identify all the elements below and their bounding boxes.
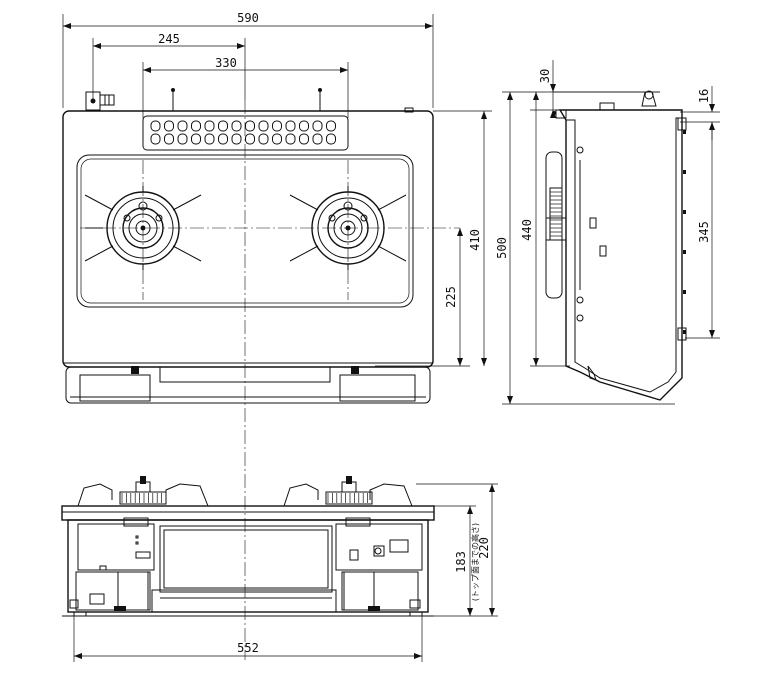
vent-slot bbox=[285, 120, 296, 132]
rear-vent-grille bbox=[142, 115, 349, 151]
side-view: 500 440 30 16 345 bbox=[495, 60, 720, 405]
height-183-label: 183 bbox=[454, 551, 468, 573]
vent-slot bbox=[299, 133, 309, 145]
dimension-vent-width: 330 bbox=[142, 56, 349, 118]
vent-slot bbox=[150, 120, 161, 132]
vent-slot bbox=[326, 133, 336, 145]
side-dot bbox=[683, 330, 686, 334]
vent-slot bbox=[231, 120, 242, 132]
vent-slot bbox=[218, 133, 228, 145]
vent-slot bbox=[218, 120, 228, 132]
width-590-label: 590 bbox=[237, 11, 259, 25]
span-345-label: 345 bbox=[697, 221, 711, 243]
dimension-burner-from-front: 225 bbox=[375, 228, 470, 367]
front-view bbox=[61, 476, 435, 617]
vent-slot bbox=[204, 133, 215, 145]
spacing-245-label: 245 bbox=[158, 32, 180, 46]
vent-slot bbox=[258, 133, 269, 145]
vent-slot bbox=[312, 120, 323, 132]
width-552-label: 552 bbox=[237, 641, 259, 655]
vent-slot bbox=[150, 133, 161, 145]
top-plate bbox=[62, 110, 434, 368]
vent-slot bbox=[164, 120, 174, 132]
vent-slot bbox=[245, 133, 255, 145]
side-dot bbox=[683, 210, 686, 214]
vent-slot bbox=[272, 133, 282, 145]
vent-slot bbox=[258, 120, 269, 132]
vent-slot bbox=[191, 133, 201, 145]
depth-410-label: 410 bbox=[468, 229, 482, 251]
vent-slot bbox=[272, 120, 282, 132]
vent-slot bbox=[177, 120, 188, 132]
vent-slot bbox=[191, 120, 201, 132]
top-plate-edge bbox=[61, 505, 435, 521]
side-dot bbox=[683, 170, 686, 174]
dimension-burner-depth: 410 bbox=[433, 110, 492, 366]
right-burner-head bbox=[325, 476, 373, 505]
side-dot bbox=[683, 130, 686, 134]
offset-30-label: 30 bbox=[538, 69, 552, 83]
side-dot bbox=[683, 290, 686, 294]
gas-inlet-icon bbox=[85, 91, 115, 111]
top-view bbox=[62, 88, 460, 660]
vent-slot bbox=[204, 120, 215, 132]
left-burner bbox=[84, 186, 202, 270]
knob-panel bbox=[545, 151, 563, 299]
front-225-label: 225 bbox=[444, 286, 458, 308]
vent-slot bbox=[299, 120, 309, 132]
vent-slot bbox=[177, 133, 188, 145]
vent-slot bbox=[326, 120, 336, 132]
offset-16-label: 16 bbox=[697, 89, 711, 103]
vent-slot bbox=[245, 120, 255, 132]
left-burner-head bbox=[119, 476, 167, 505]
height-220-label: 220 bbox=[477, 537, 491, 559]
dimension-overall-width: 590 bbox=[62, 11, 434, 108]
height-note-label: (トップ面までの高さ) bbox=[470, 523, 480, 601]
depth-440-label: 440 bbox=[520, 219, 534, 241]
side-dot bbox=[683, 250, 686, 254]
dimension-burner-spacing: 245 bbox=[92, 32, 246, 100]
vent-330-label: 330 bbox=[215, 56, 237, 70]
right-burner bbox=[289, 186, 407, 270]
vent-slot bbox=[231, 133, 242, 145]
vent-slot bbox=[285, 133, 296, 145]
dimension-front-width: 552 bbox=[73, 616, 423, 662]
depth-500-label: 500 bbox=[495, 237, 509, 259]
dimension-heights: 183 (トップ面までの高さ) 220 bbox=[416, 483, 498, 617]
vent-slot bbox=[312, 133, 323, 145]
vent-slot bbox=[164, 133, 174, 145]
